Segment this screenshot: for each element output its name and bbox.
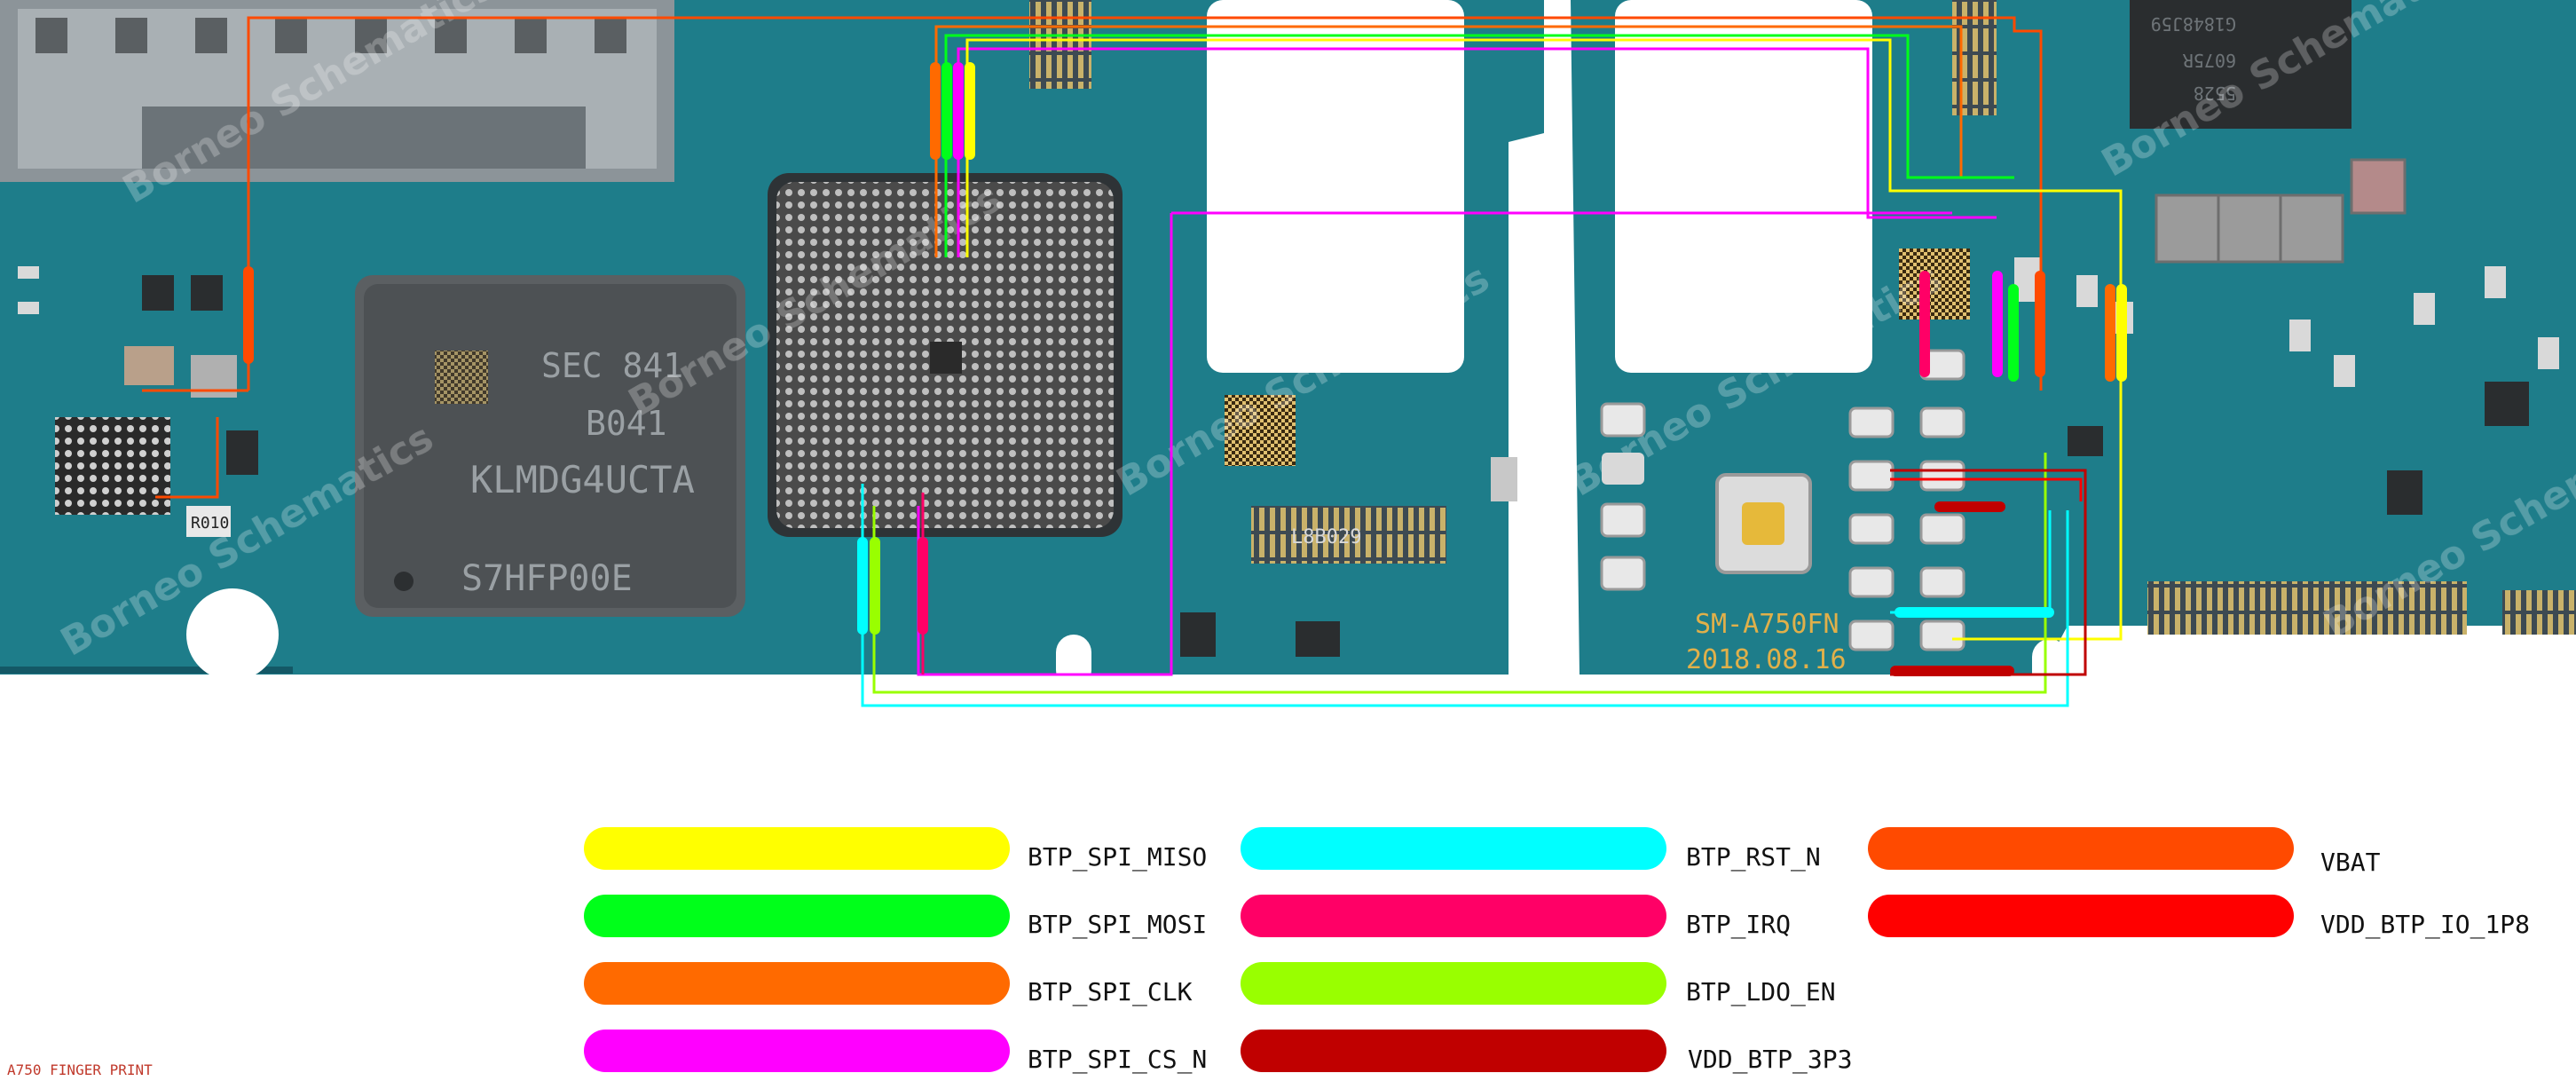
board-model: SM-A750FN xyxy=(1695,609,1839,640)
memory-marking-1: SEC 841 xyxy=(541,346,683,385)
legend-swatch-vdd-btp-3p3 xyxy=(1241,1030,1666,1072)
legend-label-btp-irq: BTP_IRQ xyxy=(1686,910,1792,939)
small-part-marking: R010 xyxy=(191,514,229,533)
top-connector xyxy=(1029,0,1091,89)
qr-code-left xyxy=(1225,395,1296,466)
diagram-title: A750 FINGER PRINT xyxy=(7,1061,153,1078)
sensor-module xyxy=(1715,473,1812,574)
pcb-board: SEC 841 B041 KLMDG4UCTA S7HFP00E R010 G1… xyxy=(0,0,2576,707)
legend-swatch-btp-rst-n xyxy=(1241,827,1666,870)
memory-marking-3: KLMDG4UCTA xyxy=(470,458,695,501)
legend-label-btp-ldo-en: BTP_LDO_EN xyxy=(1686,977,1836,1006)
legend-swatch-btp-ldo-en xyxy=(1241,962,1666,1005)
memory-marking-2: B041 xyxy=(586,404,667,443)
legend-swatch-btp-spi-clk xyxy=(584,962,1010,1005)
legend-label-vbat: VBAT xyxy=(2320,848,2381,877)
legend-swatch-btp-irq xyxy=(1241,895,1666,937)
pmic-bga-left xyxy=(55,417,170,515)
emmc-memory-chip: SEC 841 B041 KLMDG4UCTA S7HFP00E xyxy=(355,275,745,617)
right-chip-marking-2: 6075R xyxy=(2182,50,2236,71)
legend-swatch-vbat xyxy=(1868,827,2294,870)
legend-label-btp-spi-cs-n: BTP_SPI_CS_N xyxy=(1028,1045,1208,1074)
board-date: 2018.08.16 xyxy=(1686,644,1847,675)
soc-bga-grid xyxy=(768,173,1123,537)
sim-tray xyxy=(0,0,674,182)
legend-swatch-vdd-btp-io-1p8 xyxy=(1868,895,2294,937)
fingerprint-pads xyxy=(1600,349,1965,651)
right-chip-marking-3: G1848J59 xyxy=(2151,13,2236,35)
inductors xyxy=(2155,158,2407,264)
legend-swatch-btp-spi-cs-n xyxy=(584,1030,1010,1072)
legend-label-btp-spi-clk: BTP_SPI_CLK xyxy=(1028,977,1193,1006)
memory-marking-4: S7HFP00E xyxy=(461,558,633,599)
legend-label-vdd-btp-3p3: VDD_BTP_3P3 xyxy=(1688,1045,1853,1074)
chip-top-right: G1848J59 6075R 5528 xyxy=(2130,0,2351,129)
right-chip-marking-1: 5528 xyxy=(2194,83,2236,104)
legend-label-btp-rst-n: BTP_RST_N xyxy=(1686,842,1821,872)
legend-label-btp-spi-mosi: BTP_SPI_MOSI xyxy=(1028,910,1208,939)
legend-label-vdd-btp-io-1p8: VDD_BTP_IO_1P8 xyxy=(2320,910,2531,939)
smd-components xyxy=(18,257,2559,657)
legend-swatch-btp-spi-miso xyxy=(584,827,1010,870)
legend-swatch-btp-spi-mosi xyxy=(584,895,1010,937)
flex-connector-middle xyxy=(1251,506,1446,564)
legend-label-btp-spi-miso: BTP_SPI_MISO xyxy=(1028,842,1208,872)
qr-code-right xyxy=(1899,249,1970,320)
connector-marking: L8B029 xyxy=(1291,526,1361,548)
signal-bubbles xyxy=(243,62,2127,676)
